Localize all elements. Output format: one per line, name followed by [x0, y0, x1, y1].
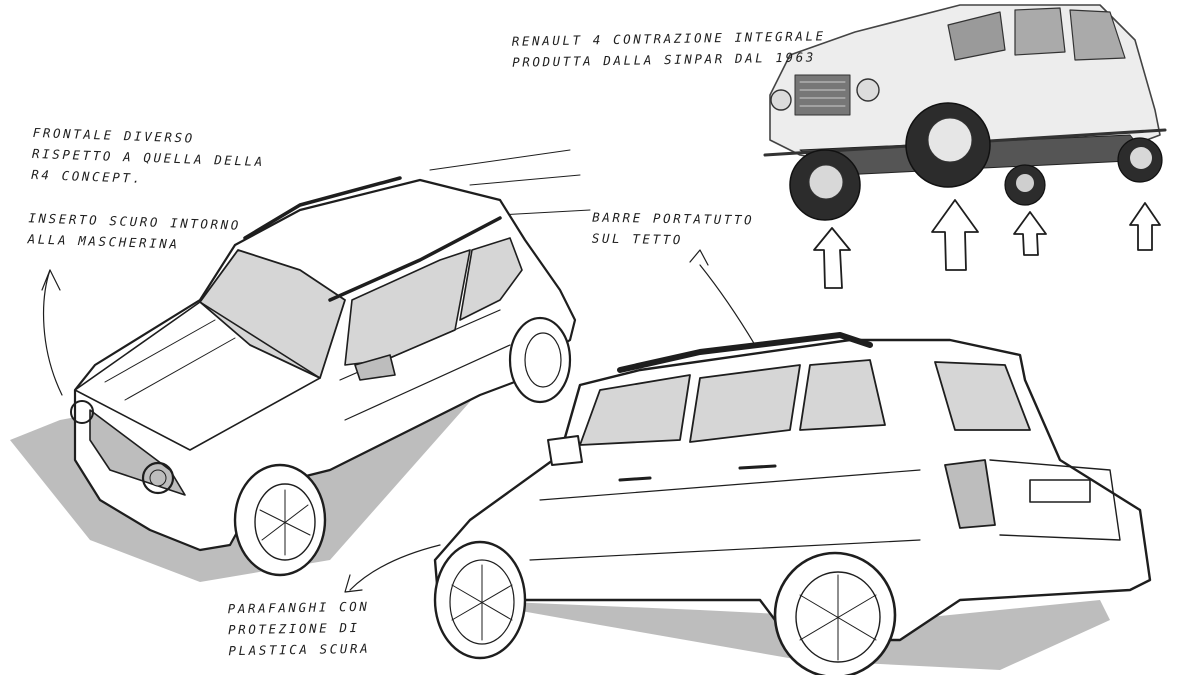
- up-arrow-icon: [814, 228, 850, 288]
- annotation-barre: BARRE PORTATUTTO SUL TETTO: [592, 207, 755, 252]
- photo-window: [948, 12, 1005, 60]
- annotation-renault-4: RENAULT 4 CONTRAZIONE INTEGRALE PRODUTTA…: [512, 25, 827, 72]
- right-headlight: [143, 463, 173, 493]
- front-windshield: [200, 250, 345, 378]
- up-arrow-icon: [932, 200, 978, 270]
- rear-side-window: [580, 375, 690, 445]
- annotation-line: SUL TETTO: [591, 230, 684, 248]
- rear-sketch-rear-wheel: [775, 553, 895, 675]
- annotation-line: PROTEZIONE DI: [227, 619, 360, 638]
- tail-light: [945, 460, 995, 528]
- renault-4-photo: [765, 5, 1165, 220]
- rear-view-car-sketch: [345, 250, 1150, 675]
- annotation-line: PLASTICA SCURA: [228, 640, 371, 659]
- left-headlight: [71, 401, 93, 423]
- annotation-frontale: FRONTALE DIVERSO RISPETTO A QUELLA DELLA…: [31, 122, 266, 193]
- annotation-parafanghi: PARAFANGHI CON PROTEZIONE DI PLASTICA SC…: [227, 596, 371, 661]
- photo-grille: [795, 75, 850, 115]
- roof-rail: [620, 335, 870, 370]
- annotation-line: BARRE PORTATUTTO: [592, 209, 755, 228]
- lift-arrows: [814, 200, 1160, 288]
- annotation-inserto: INSERTO SCURO INTORNO ALLA MASCHERINA: [27, 207, 241, 256]
- front-view-car-sketch: [10, 150, 590, 582]
- up-arrow-icon: [1014, 212, 1046, 255]
- rear-window: [935, 362, 1030, 430]
- up-arrow-icon: [1130, 203, 1160, 250]
- rear-sketch-front-wheel: [435, 542, 525, 658]
- annotation-line: PARAFANGHI CON: [227, 598, 370, 617]
